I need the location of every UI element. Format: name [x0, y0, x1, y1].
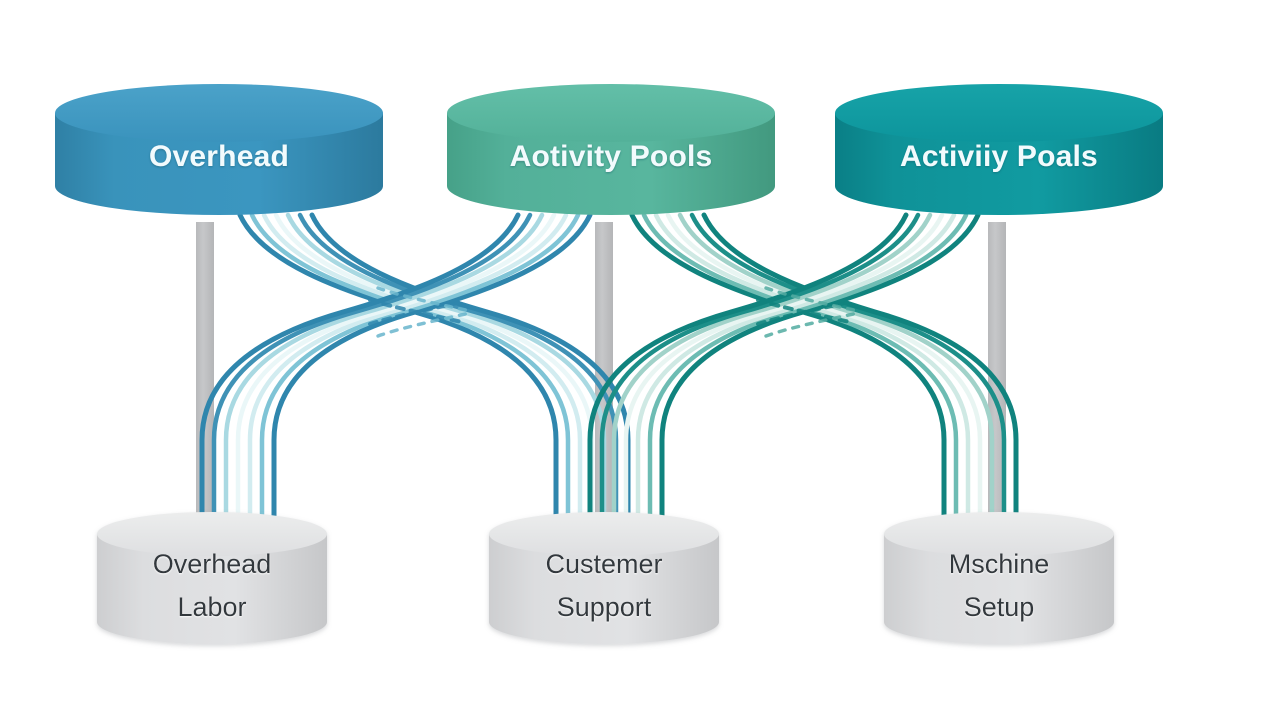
pool-label: Activiiy Poals — [900, 140, 1098, 173]
cost-object-label-line1: Mschine — [949, 549, 1050, 579]
pool-activity-middle[interactable] — [447, 84, 775, 215]
cylinder-icon — [489, 512, 719, 556]
cost-object-label-line2: Support — [557, 592, 652, 622]
cylinder-icon — [835, 84, 1163, 142]
cylinder-icon — [447, 84, 775, 142]
pool-activity-right[interactable] — [835, 84, 1163, 215]
cost-object-label-line2: Labor — [177, 592, 246, 622]
cylinder-icon — [55, 84, 383, 142]
cost-overhead-labor[interactable] — [97, 512, 327, 644]
cost-object-label-line1: Overhead — [153, 549, 272, 579]
cost-object-label-line1: Custemer — [545, 549, 662, 579]
pool-label: Overhead — [149, 140, 289, 173]
cylinder-icon — [97, 512, 327, 556]
flow-crossing-right — [587, 212, 1019, 523]
cylinder-icon — [884, 512, 1114, 556]
flow-strands-left-to-right — [237, 212, 631, 523]
pool-label: Aotivity Pools — [510, 140, 713, 173]
flow-strands-right-to-left — [199, 212, 593, 523]
cost-object-label-line2: Setup — [964, 592, 1035, 622]
flow-crossing-left — [199, 212, 631, 523]
cost-machine-setup[interactable] — [884, 512, 1114, 644]
pillar-middle — [595, 222, 613, 518]
cost-objects-group: Overhead Labor Custemer Support Mschine … — [97, 512, 1114, 644]
flow-strands-left-to-right — [629, 212, 1019, 523]
flow-strands-right-to-left — [587, 212, 981, 523]
cost-customer-support[interactable] — [489, 512, 719, 644]
crossing-lattice-right — [756, 286, 860, 338]
pools-group: Overhead Aotivity Pools Activiiy Poals — [55, 84, 1163, 215]
crossing-lattice-left — [368, 286, 472, 338]
pool-overhead[interactable] — [55, 84, 383, 215]
pillar-left — [196, 222, 214, 518]
